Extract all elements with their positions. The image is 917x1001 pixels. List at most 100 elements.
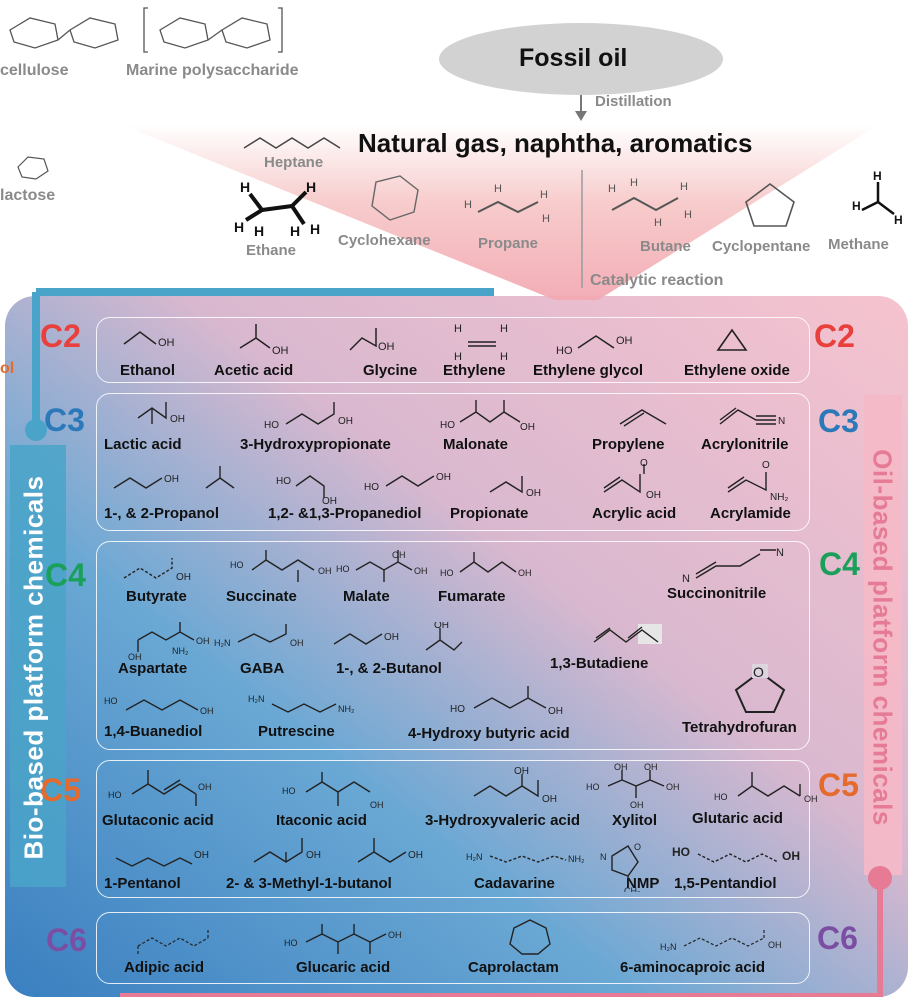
svg-text:HO: HO: [440, 420, 455, 431]
svg-text:H: H: [500, 323, 508, 335]
svg-text:OH: OH: [322, 496, 337, 504]
adipic-structure-icon: [137, 928, 209, 954]
svg-text:N: N: [682, 573, 690, 585]
svg-text:OH: OH: [198, 782, 212, 792]
cyclopentane-label: Cyclopentane: [712, 238, 811, 255]
svg-text:H₂N: H₂N: [214, 638, 231, 648]
glycine-structure-icon: OH: [349, 328, 395, 353]
svg-text:OH: OH: [338, 416, 353, 427]
ethylene-label: Ethylene: [443, 362, 506, 379]
thf-label: Tetrahydrofuran: [682, 719, 797, 736]
svg-text:H: H: [542, 213, 550, 225]
svg-text:OH: OH: [170, 414, 185, 425]
svg-text:OH: OH: [388, 930, 402, 940]
malonate-label: Malonate: [443, 436, 509, 453]
distillation-label: Distillation: [595, 93, 672, 110]
catalytic-label: Catalytic reaction: [590, 272, 724, 289]
svg-text:HO: HO: [586, 782, 600, 792]
c4-left: C4: [45, 557, 86, 593]
butyrate-structure-icon: OH: [123, 558, 191, 583]
svg-text:N: N: [600, 852, 607, 862]
c5-right: C5: [818, 767, 859, 803]
svg-text:HO: HO: [104, 696, 118, 706]
c2-left: C2: [40, 318, 81, 354]
acrylamide-label: Acrylamide: [710, 505, 791, 522]
svg-text:H: H: [873, 170, 882, 183]
c3-right: C3: [818, 403, 859, 439]
lactic-acid-structure-icon: OH: [137, 402, 185, 425]
svg-text:OH: OH: [128, 652, 142, 660]
svg-text:OH: OH: [666, 782, 680, 792]
row-c5: [96, 760, 810, 898]
ol-fragment: ol: [0, 360, 15, 377]
svg-text:HO: HO: [276, 476, 291, 487]
hydroxypropionate-structure-icon: HO OH: [264, 402, 353, 431]
svg-text:HO: HO: [264, 420, 279, 431]
hydroxypropionate-label: 3-Hydroxypropionate: [240, 436, 391, 453]
svg-text:OH: OH: [542, 794, 557, 805]
buanediol-label: 1,4-Buanediol: [104, 723, 203, 740]
svg-text:O: O: [640, 458, 648, 469]
cadavarine-label: Cadavarine: [474, 875, 555, 892]
svg-text:H: H: [494, 183, 502, 195]
hydroxyvaleric-label: 3-Hydroxyvaleric acid: [425, 812, 581, 829]
glutaric-label: Glutaric acid: [692, 810, 783, 827]
svg-text:H: H: [852, 199, 861, 213]
heptane-structure-icon: [243, 137, 341, 149]
svg-text:OH: OH: [408, 850, 423, 861]
svg-text:OH: OH: [318, 566, 332, 576]
fossil-oil-label: Fossil oil: [519, 44, 628, 72]
acetic-acid-structure-icon: OH: [239, 324, 289, 357]
svg-text:N: N: [778, 416, 785, 427]
svg-text:OH: OH: [434, 622, 449, 631]
propylene-structure-icon: [619, 409, 667, 427]
succinonitrile-structure-icon: NN: [682, 547, 784, 585]
gaba-label: GABA: [240, 660, 285, 677]
svg-text:H: H: [454, 351, 462, 362]
acrylic-acid-label: Acrylic acid: [592, 505, 677, 522]
svg-text:OH: OH: [370, 800, 384, 810]
svg-text:OH: OH: [630, 800, 644, 810]
svg-text:H: H: [680, 181, 688, 193]
svg-text:OH: OH: [378, 341, 395, 353]
svg-text:O: O: [634, 842, 641, 852]
acrylic-acid-structure-icon: OOH: [603, 458, 661, 501]
methylbutanol-label: 2- & 3-Methyl-1-butanol: [226, 875, 392, 892]
svg-text:OH: OH: [200, 706, 214, 716]
svg-text:OH: OH: [164, 474, 179, 485]
svg-text:HO: HO: [714, 792, 728, 802]
svg-text:HO: HO: [364, 482, 379, 493]
svg-text:H: H: [630, 177, 638, 189]
cyclohexane-label: Cyclohexane: [338, 232, 431, 249]
acrylonitrile-label: Acrylonitrile: [701, 436, 789, 453]
svg-text:NH₂: NH₂: [770, 492, 788, 503]
cyclohexane-structure-icon: [371, 175, 419, 221]
svg-text:H: H: [540, 189, 548, 201]
hydroxybutyric-label: 4-Hydroxy butyric acid: [408, 725, 570, 742]
methane-structure-icon: HHH: [852, 170, 903, 227]
adipic-label: Adipic acid: [124, 959, 205, 976]
natural-gas-label: Natural gas, naphtha, aromatics: [358, 128, 753, 158]
svg-text:OH: OH: [272, 345, 289, 357]
svg-text:HO: HO: [230, 560, 244, 570]
glycine-label: Glycine: [363, 362, 418, 379]
glutaconic-label: Glutaconic acid: [102, 812, 214, 829]
svg-text:H: H: [684, 209, 692, 221]
svg-text:HO: HO: [440, 568, 454, 578]
svg-text:OH: OH: [768, 940, 782, 950]
fumarate-label: Fumarate: [438, 588, 506, 605]
svg-text:H: H: [254, 223, 264, 239]
svg-text:H: H: [310, 221, 320, 237]
svg-text:HO: HO: [450, 704, 465, 715]
